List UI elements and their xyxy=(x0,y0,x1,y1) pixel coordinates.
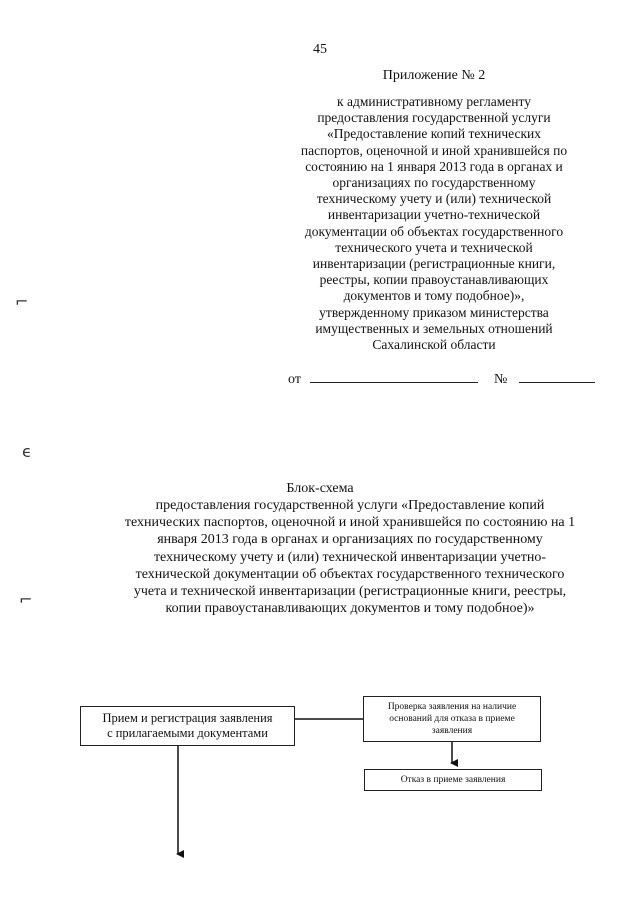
scheme-description: предоставления государственной услуги «П… xyxy=(110,497,590,617)
date-blank xyxy=(310,370,479,383)
appendix-line: техническому учету и (или) технической xyxy=(316,191,552,207)
step-check-label-line2: оснований для отказа в приеме xyxy=(389,714,515,724)
appendix-line: к административному регламенту xyxy=(337,94,531,109)
step-check-application-box: Проверка заявления на наличие оснований … xyxy=(363,696,541,742)
appendix-line: инвентаризации (регистрационные книги, xyxy=(312,256,556,272)
step-receive-register-box: Прием и регистрация заявления с прилагае… xyxy=(80,706,295,746)
appendix-line: технического учета и технической xyxy=(335,239,533,255)
appendix-line: документов и тому подобное)», xyxy=(343,288,525,304)
scheme-line: учета и технической инвентаризации (реги… xyxy=(133,584,567,600)
step-refuse-label: Отказ в приеме заявления xyxy=(400,775,506,785)
step-refuse-box: Отказ в приеме заявления xyxy=(364,769,542,791)
appendix-line: паспортов, оценочной и иной хранившейся … xyxy=(300,142,568,158)
margin-mark-2: ϵ xyxy=(22,442,32,461)
step-check-label-line1: Проверка заявления на наличие xyxy=(387,702,517,712)
appendix-line: имущественных и земельных отношений xyxy=(315,320,553,336)
scheme-line: копии правоустанавливающих документов и … xyxy=(165,601,535,617)
number-label: № xyxy=(493,372,508,387)
appendix-line: организациях по государственному xyxy=(332,175,536,191)
scheme-line: техническому учету и (или) технической и… xyxy=(153,549,547,565)
scheme-line: января 2013 года в органах и организация… xyxy=(157,532,543,548)
appendix-line: утвержденному приказом министерства xyxy=(319,304,549,320)
appendix-line: «Предоставление копий технических xyxy=(326,126,542,142)
date-number-line: от № xyxy=(288,370,595,388)
page-number: 45 xyxy=(313,42,327,57)
margin-mark-1: ⌐ xyxy=(15,292,29,311)
from-label: от xyxy=(288,372,301,387)
appendix-line: реестры, копии правоустанавливающих xyxy=(319,272,549,288)
appendix-line: предоставления государственной услуги xyxy=(317,110,551,126)
appendix-line: Сахалинской области xyxy=(372,337,496,353)
appendix-line: документации об объектах государственног… xyxy=(304,223,564,239)
step-receive-label-line2: с прилагаемыми документами xyxy=(107,726,268,740)
scheme-line: предоставления государственной услуги «П… xyxy=(155,498,545,513)
scheme-line: технической документации об объектах гос… xyxy=(135,566,565,582)
appendix-line: инвентаризации учетно-технической xyxy=(327,207,541,223)
appendix-text: к административному регламенту предостав… xyxy=(276,94,592,353)
appendix-line: состоянию на 1 января 2013 года в органа… xyxy=(305,158,563,174)
margin-mark-3: ⌐ xyxy=(19,590,33,609)
scheme-title: Блок-схема xyxy=(286,481,354,496)
step-check-label-line3: заявления xyxy=(431,726,473,736)
step-receive-label-line1: Прием и регистрация заявления xyxy=(102,711,273,725)
number-blank xyxy=(518,370,595,383)
scheme-line: технических паспортов, оценочной и иной … xyxy=(124,515,576,531)
appendix-title: Приложение № 2 xyxy=(382,68,486,83)
